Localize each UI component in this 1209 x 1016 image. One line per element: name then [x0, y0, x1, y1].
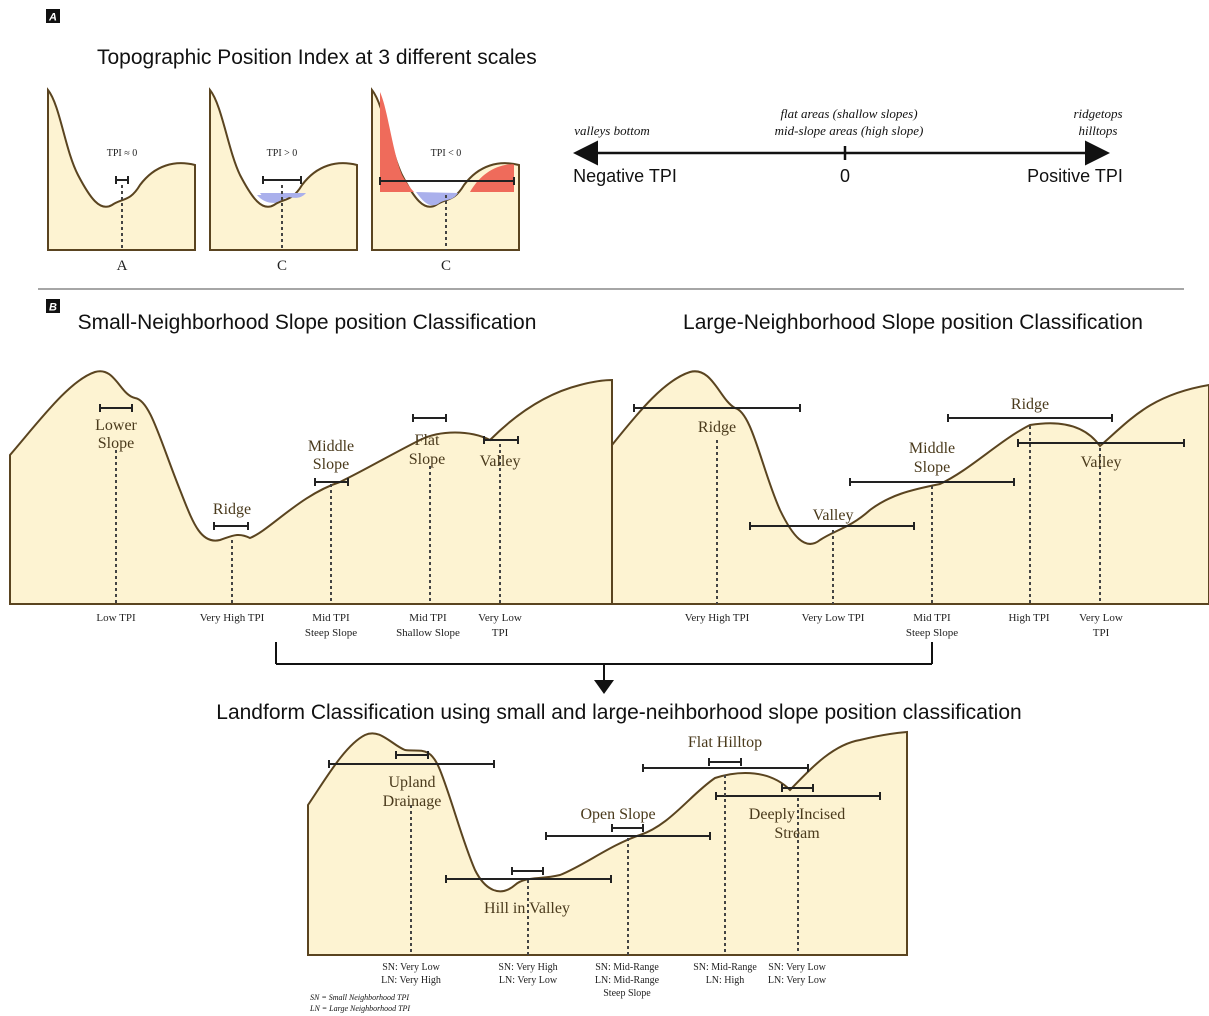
landform-label-stream: Stream: [774, 825, 820, 842]
landform-label-open-slope: Open Slope: [580, 806, 655, 823]
panel-a-badge-box: [46, 9, 60, 23]
landform-value-3a: SN: Mid-Range: [595, 962, 659, 973]
large-value-5a: Very Low: [1079, 612, 1123, 624]
landform-value-1a: SN: Very Low: [382, 962, 440, 973]
large-value-5b: TPI: [1093, 627, 1110, 639]
landform-label-deeply-incised: Deeply Incised: [749, 806, 845, 823]
small-label-slope-2: Slope: [313, 456, 349, 473]
landform-value-3c: Steep Slope: [603, 988, 651, 999]
mini-panel-c-letter: C: [441, 258, 451, 274]
mini-panel-a: TPI ≈ 0 A: [47, 87, 196, 274]
landform-value-4b: LN: High: [706, 975, 745, 986]
small-label-ridge: Ridge: [213, 501, 251, 518]
landform-label-flat-hilltop: Flat Hilltop: [688, 734, 762, 751]
small-value-2: Very High TPI: [200, 612, 265, 624]
small-value-3b: Steep Slope: [305, 627, 357, 639]
landform-value-1b: LN: Very High: [381, 975, 441, 986]
large-label-middle: Middle: [909, 440, 955, 457]
scale-right-desc-1: ridgetops: [1073, 106, 1122, 121]
small-label-valley: Valley: [480, 453, 521, 470]
landform-title: Landform Classification using small and …: [216, 701, 1021, 724]
large-neighborhood-labels: Ridge Valley Middle Slope Ridge Valley: [698, 396, 1122, 524]
small-neighborhood-profile: [9, 370, 613, 605]
large-value-4: High TPI: [1008, 612, 1049, 624]
footnote-ln: LN = Large Neighborhood TPI: [309, 1004, 410, 1013]
scale-mid-desc-2: mid-slope areas (high slope): [775, 123, 924, 138]
small-value-3a: Mid TPI: [312, 612, 350, 624]
landform-value-2a: SN: Very High: [498, 962, 557, 973]
panel-a-badge: A: [48, 12, 57, 24]
large-value-3a: Mid TPI: [913, 612, 951, 624]
small-label-slope-3: Slope: [409, 451, 445, 468]
connector-arrow: [275, 642, 933, 694]
scale-left-label: Negative TPI: [573, 166, 677, 186]
footnote-sn: SN = Small Neighborhood TPI: [310, 993, 409, 1002]
mini-panel-c: TPI < 0 C: [371, 87, 520, 274]
mini-panel-b-tpi-label: TPI > 0: [267, 148, 298, 159]
small-value-5a: Very Low: [478, 612, 522, 624]
small-value-4a: Mid TPI: [409, 612, 447, 624]
scale-mid-desc-1: flat areas (shallow slopes): [780, 106, 917, 121]
panel-b-badge-box: [46, 299, 60, 313]
scale-right-desc-2: hilltops: [1078, 123, 1117, 138]
small-label-middle: Middle: [308, 438, 354, 455]
mini-panel-c-tpi-label: TPI < 0: [431, 148, 462, 159]
tpi-scale: valleys bottom flat areas (shallow slope…: [573, 106, 1123, 186]
small-value-4b: Shallow Slope: [396, 627, 460, 639]
large-label-valley-1: Valley: [813, 507, 854, 524]
large-value-1: Very High TPI: [685, 612, 750, 624]
small-label-lower: Lower: [95, 417, 137, 434]
landform-values: SN: Very Low LN: Very High SN: Very High…: [381, 962, 827, 999]
landform-value-5a: SN: Very Low: [768, 962, 826, 973]
small-label-flat: Flat: [415, 432, 440, 449]
panel-b-badge: B: [49, 302, 57, 314]
landform-value-3b: LN: Mid-Range: [595, 975, 660, 986]
landform-label-hill-in-valley: Hill in Valley: [484, 900, 570, 917]
landform-value-2b: LN: Very Low: [499, 975, 558, 986]
landform-profile: [307, 730, 908, 956]
small-value-5b: TPI: [492, 627, 509, 639]
mini-panel-b: TPI > 0 C: [209, 87, 358, 274]
small-value-1: Low TPI: [96, 612, 136, 624]
large-label-ridge-2: Ridge: [1011, 396, 1049, 413]
mini-panel-a-tpi-label: TPI ≈ 0: [107, 148, 138, 159]
mini-panel-b-letter: C: [277, 258, 287, 274]
large-value-2: Very Low TPI: [802, 612, 865, 624]
large-neighborhood-values: Very High TPI Very Low TPI Mid TPI Steep…: [685, 612, 1123, 639]
landform-value-4a: SN: Mid-Range: [693, 962, 757, 973]
mini-panel-a-letter: A: [117, 258, 128, 274]
large-label-valley-2: Valley: [1081, 454, 1122, 471]
large-neighborhood-title: Large-Neighborhood Slope position Classi…: [683, 311, 1143, 334]
small-neighborhood-title: Small-Neighborhood Slope position Classi…: [78, 311, 537, 334]
landform-labels: Upland Drainage Hill in Valley Open Slop…: [383, 734, 846, 917]
large-label-slope: Slope: [914, 459, 950, 476]
landform-label-drainage: Drainage: [383, 793, 442, 810]
scale-right-label: Positive TPI: [1027, 166, 1123, 186]
large-neighborhood-profile: [611, 370, 1209, 605]
panel-a-title: Topographic Position Index at 3 differen…: [97, 46, 537, 69]
large-value-3b: Steep Slope: [906, 627, 958, 639]
small-label-slope-1: Slope: [98, 435, 134, 452]
landform-label-upland: Upland: [388, 774, 435, 791]
scale-mid-label: 0: [840, 166, 850, 186]
small-neighborhood-values: Low TPI Very High TPI Mid TPI Steep Slop…: [96, 612, 522, 639]
landform-value-5b: LN: Very Low: [768, 975, 827, 986]
large-label-ridge-1: Ridge: [698, 419, 736, 436]
scale-left-desc: valleys bottom: [574, 123, 649, 138]
small-neighborhood-labels: Lower Slope Ridge Middle Slope Flat Slop…: [95, 417, 520, 518]
